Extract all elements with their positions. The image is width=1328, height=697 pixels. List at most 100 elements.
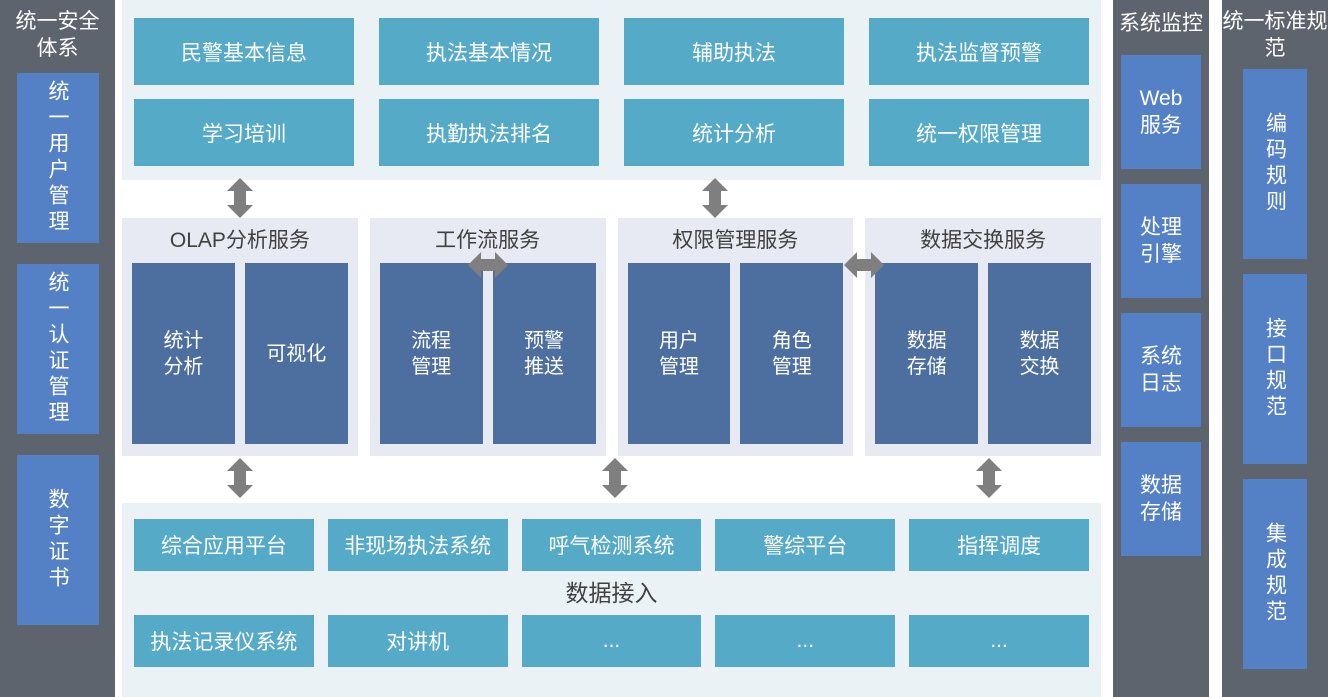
service-child-process-management[interactable]: 流程 管理 bbox=[379, 263, 483, 444]
monitor-item-processing-engine[interactable]: 处理 引擎 bbox=[1121, 184, 1201, 299]
service-child-label: 用户 管理 bbox=[658, 329, 699, 378]
system-monitor-column: 系统监控 Web 服务 处理 引擎 系统 日志 数据 存储 bbox=[1113, 0, 1209, 697]
data-access-panel: 综合应用平台 非现场执法系统 呼气检测系统 警综平台 指挥调度 数据接入 执 bbox=[122, 503, 1101, 697]
service-child-label: 数据 交换 bbox=[1019, 329, 1060, 378]
service-panel-olap: OLAP分析服务 统计 分析 可视化 bbox=[122, 218, 358, 456]
security-item-unified-user-management[interactable]: 统一用户管理 bbox=[16, 72, 99, 243]
standard-item-coding-rules[interactable]: 编码规则 bbox=[1243, 68, 1307, 259]
data-source-placeholder-1[interactable]: ... bbox=[521, 615, 702, 667]
service-child-user-management[interactable]: 用户 管理 bbox=[627, 263, 731, 444]
security-item-unified-auth-management[interactable]: 统一认证管理 bbox=[16, 263, 99, 434]
service-child-label: 可视化 bbox=[266, 342, 327, 365]
data-source-command-dispatch[interactable]: 指挥调度 bbox=[909, 519, 1089, 571]
data-source-label: 指挥调度 bbox=[957, 535, 1042, 558]
app-box-label: 执法基本情况 bbox=[426, 41, 552, 65]
service-panel-title: 数据交换服务 bbox=[920, 229, 1047, 252]
service-child-statistical-analysis[interactable]: 统计 分析 bbox=[132, 263, 235, 444]
data-source-label: 呼气检测系统 bbox=[548, 535, 675, 558]
service-child-label: 预警 推送 bbox=[524, 329, 565, 378]
app-box-police-basic-info[interactable]: 民警基本信息 bbox=[134, 18, 354, 85]
data-source-integrated-application-platform[interactable]: 综合应用平台 bbox=[134, 519, 314, 571]
service-panel-title: OLAP分析服务 bbox=[169, 229, 310, 252]
service-child-label: 流程 管理 bbox=[411, 329, 452, 378]
service-panel-permission: 权限管理服务 用户 管理 角色 管理 bbox=[617, 218, 854, 456]
service-children: 数据 存储 数据 交换 bbox=[875, 263, 1091, 444]
data-source-placeholder-3[interactable]: ... bbox=[909, 615, 1089, 667]
data-source-label: 对讲机 bbox=[386, 631, 450, 654]
application-layer-panel: 民警基本信息 执法基本情况 辅助执法 执法监督预警 学习培训 执勤执法排名 bbox=[122, 0, 1101, 180]
left-column-title: 统一安全体系 bbox=[15, 10, 100, 61]
application-row-2: 学习培训 执勤执法排名 统计分析 统一权限管理 bbox=[134, 99, 1089, 166]
standard-item-label: 集成规范 bbox=[1263, 521, 1287, 626]
double-arrow-vertical-icon bbox=[225, 178, 255, 218]
main-content: 民警基本信息 执法基本情况 辅助执法 执法监督预警 学习培训 执勤执法排名 bbox=[122, 0, 1101, 697]
app-box-label: 统一权限管理 bbox=[916, 122, 1042, 146]
app-box-learning-training[interactable]: 学习培训 bbox=[134, 99, 354, 166]
security-item-label: 统一用户管理 bbox=[46, 79, 69, 236]
data-source-police-integrated-platform[interactable]: 警综平台 bbox=[715, 519, 896, 571]
service-child-label: 数据 存储 bbox=[906, 329, 947, 378]
monitor-item-web-service[interactable]: Web 服务 bbox=[1121, 55, 1201, 170]
service-panel-title: 权限管理服务 bbox=[672, 229, 799, 252]
double-arrow-vertical-icon bbox=[225, 458, 255, 498]
app-box-label: 学习培训 bbox=[202, 122, 286, 146]
monitor-item-system-log[interactable]: 系统 日志 bbox=[1121, 313, 1201, 428]
app-box-label: 民警基本信息 bbox=[181, 41, 307, 65]
service-panel-workflow: 工作流服务 流程 管理 预警 推送 bbox=[369, 218, 606, 456]
monitor-item-label: 数据 存储 bbox=[1140, 474, 1182, 525]
data-source-breath-test-system[interactable]: 呼气检测系统 bbox=[521, 519, 702, 571]
data-source-label: ... bbox=[990, 629, 1008, 652]
data-source-label: 综合应用平台 bbox=[160, 535, 287, 558]
double-arrow-horizontal-icon bbox=[844, 250, 884, 280]
security-item-label: 统一认证管理 bbox=[46, 270, 69, 427]
security-item-label: 数字证书 bbox=[46, 487, 69, 592]
service-children: 统计 分析 可视化 bbox=[132, 263, 348, 444]
data-source-label: 执法记录仪系统 bbox=[150, 631, 298, 654]
app-box-enforcement-basics[interactable]: 执法基本情况 bbox=[379, 18, 599, 85]
monitor-item-data-storage[interactable]: 数据 存储 bbox=[1121, 442, 1201, 557]
standard-item-label: 接口规范 bbox=[1263, 316, 1287, 421]
app-box-enforcement-supervision-alert[interactable]: 执法监督预警 bbox=[869, 18, 1089, 85]
data-source-offsite-enforcement-system[interactable]: 非现场执法系统 bbox=[327, 519, 508, 571]
service-child-visualization[interactable]: 可视化 bbox=[244, 263, 348, 444]
double-arrow-vertical-icon bbox=[600, 458, 630, 498]
app-box-label: 执法监督预警 bbox=[916, 41, 1042, 65]
service-children: 流程 管理 预警 推送 bbox=[379, 263, 596, 444]
security-item-digital-certificate[interactable]: 数字证书 bbox=[16, 454, 99, 625]
monitor-item-label: Web 服务 bbox=[1139, 87, 1183, 138]
monitor-item-label: 处理 引擎 bbox=[1140, 216, 1182, 267]
standard-item-interface-spec[interactable]: 接口规范 bbox=[1243, 273, 1307, 464]
app-box-statistical-analysis[interactable]: 统计分析 bbox=[624, 99, 844, 166]
data-source-label: 警综平台 bbox=[763, 535, 848, 558]
standard-item-label: 编码规则 bbox=[1263, 111, 1287, 216]
service-child-role-management[interactable]: 角色 管理 bbox=[740, 263, 844, 444]
service-child-label: 角色 管理 bbox=[771, 329, 812, 378]
left-security-column: 统一安全体系 统一用户管理 统一认证管理 数字证书 bbox=[0, 0, 115, 697]
data-source-placeholder-2[interactable]: ... bbox=[715, 615, 896, 667]
app-box-unified-permission-management[interactable]: 统一权限管理 bbox=[869, 99, 1089, 166]
monitor-column-title: 系统监控 bbox=[1119, 12, 1203, 35]
app-box-duty-enforcement-ranking[interactable]: 执勤执法排名 bbox=[379, 99, 599, 166]
standard-item-integration-spec[interactable]: 集成规范 bbox=[1243, 478, 1307, 669]
double-arrow-vertical-icon bbox=[974, 458, 1004, 498]
data-source-walkie-talkie[interactable]: 对讲机 bbox=[327, 615, 508, 667]
app-box-label: 执勤执法排名 bbox=[426, 122, 552, 146]
standard-column-title: 统一标准规范 bbox=[1222, 10, 1328, 61]
double-arrow-horizontal-icon bbox=[468, 250, 508, 280]
app-box-label: 统计分析 bbox=[692, 122, 776, 146]
app-box-assisted-enforcement[interactable]: 辅助执法 bbox=[624, 18, 844, 85]
service-child-data-storage[interactable]: 数据 存储 bbox=[875, 263, 979, 444]
data-source-label: ... bbox=[602, 629, 621, 652]
service-child-data-exchange[interactable]: 数据 交换 bbox=[988, 263, 1091, 444]
data-source-law-enforcement-recorder-system[interactable]: 执法记录仪系统 bbox=[134, 615, 314, 667]
data-access-row-1: 综合应用平台 非现场执法系统 呼气检测系统 警综平台 指挥调度 bbox=[134, 519, 1089, 571]
app-box-label: 辅助执法 bbox=[692, 41, 776, 65]
data-source-label: ... bbox=[796, 629, 815, 652]
service-child-alert-push[interactable]: 预警 推送 bbox=[492, 263, 596, 444]
service-panel-data-exchange: 数据交换服务 数据 存储 数据 交换 bbox=[865, 218, 1101, 456]
service-panel-title: 工作流服务 bbox=[435, 229, 541, 252]
double-arrow-vertical-icon bbox=[700, 178, 730, 218]
monitor-item-label: 系统 日志 bbox=[1140, 345, 1182, 396]
service-child-label: 统计 分析 bbox=[163, 329, 204, 378]
